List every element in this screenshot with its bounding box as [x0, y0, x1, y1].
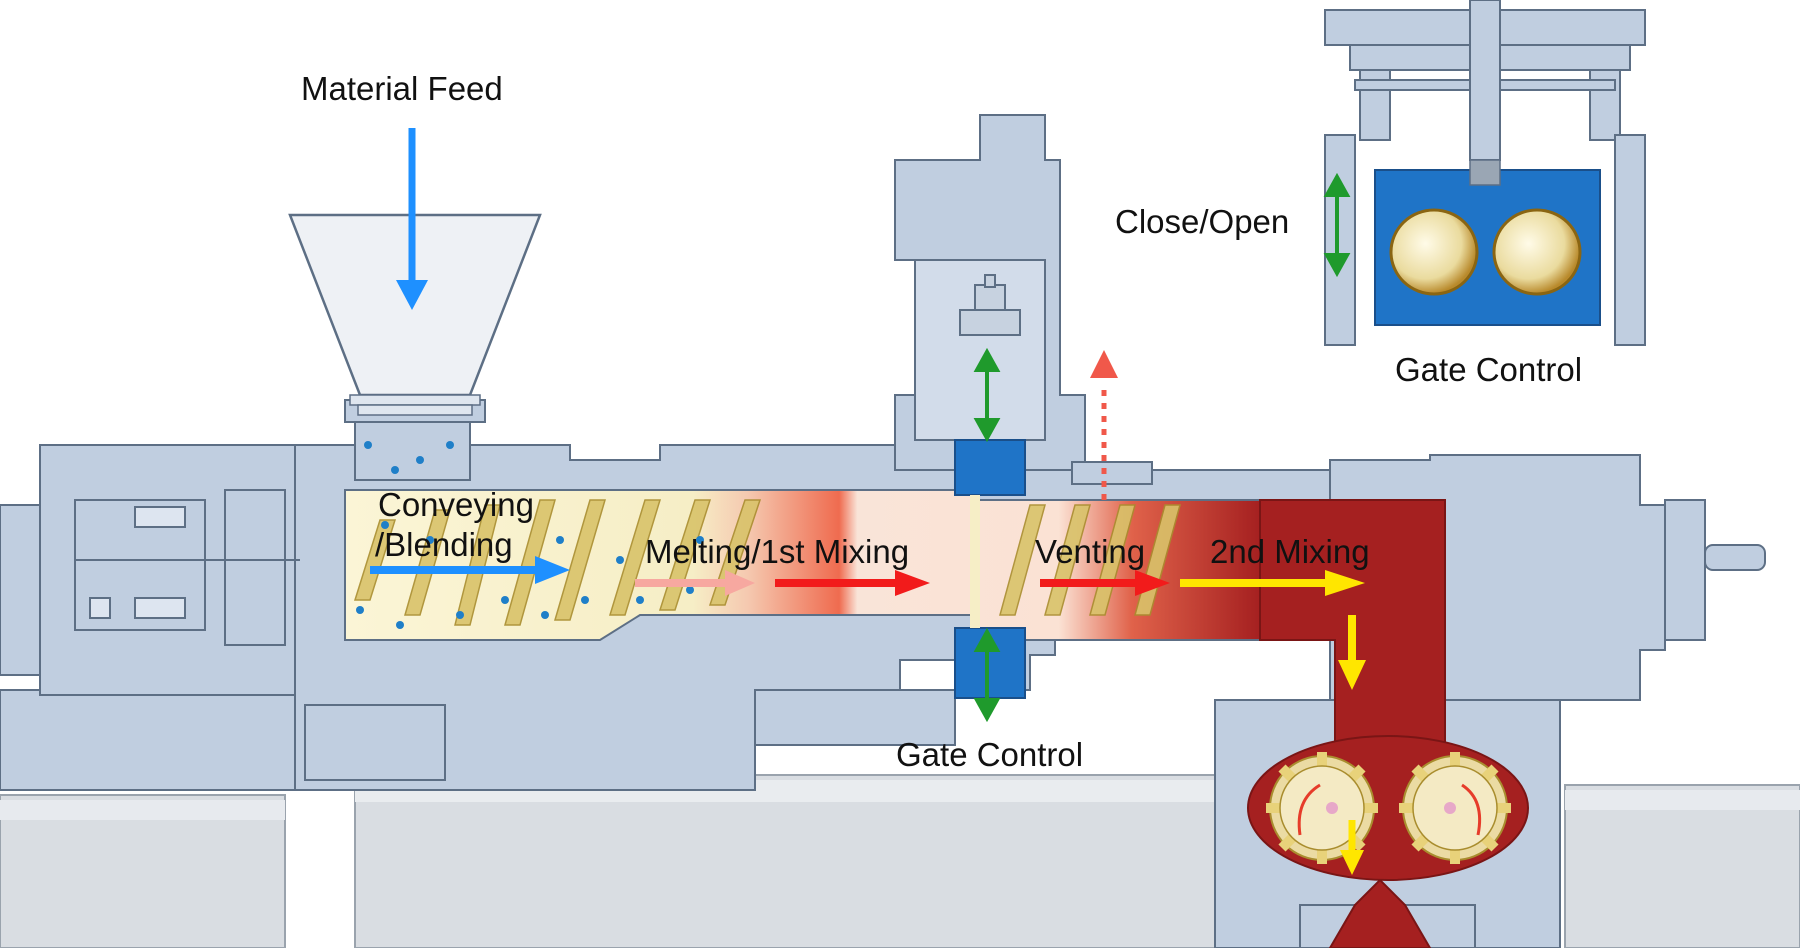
melting-arrow-red: [775, 570, 930, 596]
base-rail: [0, 774, 1800, 948]
gear-pump-icon: [1247, 735, 1529, 881]
second-mixing-label: 2nd Mixing: [1210, 533, 1370, 570]
melting-label: Melting/1st Mixing: [645, 533, 910, 570]
blending-label: /Blending: [375, 526, 513, 563]
gate-arrow-top: [973, 347, 1001, 443]
venting-label: Venting: [1035, 533, 1146, 570]
venting-arrow: [1040, 570, 1170, 596]
drive-details: [75, 506, 446, 781]
down-arrow-2: [1340, 820, 1364, 875]
hopper-icon: [288, 213, 542, 416]
gate-control-label: Gate Control: [896, 736, 1084, 773]
conveying-label: Conveying: [378, 486, 534, 523]
second-mixing-arrow: [1180, 570, 1365, 596]
inset-close-open-arrow: [1323, 172, 1351, 278]
gate-arrow-bottom: [973, 627, 1001, 723]
vent-arrow: [1090, 350, 1118, 505]
gate-valve-icon: [1324, 0, 1646, 346]
melting-arrow-pink: [635, 570, 755, 596]
conveying-arrow: [370, 556, 570, 584]
inset-gate-control-label: Gate Control: [1395, 351, 1583, 388]
material-feed-label: Material Feed: [301, 70, 503, 107]
close-open-label: Close/Open: [1115, 203, 1290, 240]
feed-arrow: [396, 128, 428, 310]
down-arrow-1: [1338, 615, 1366, 690]
